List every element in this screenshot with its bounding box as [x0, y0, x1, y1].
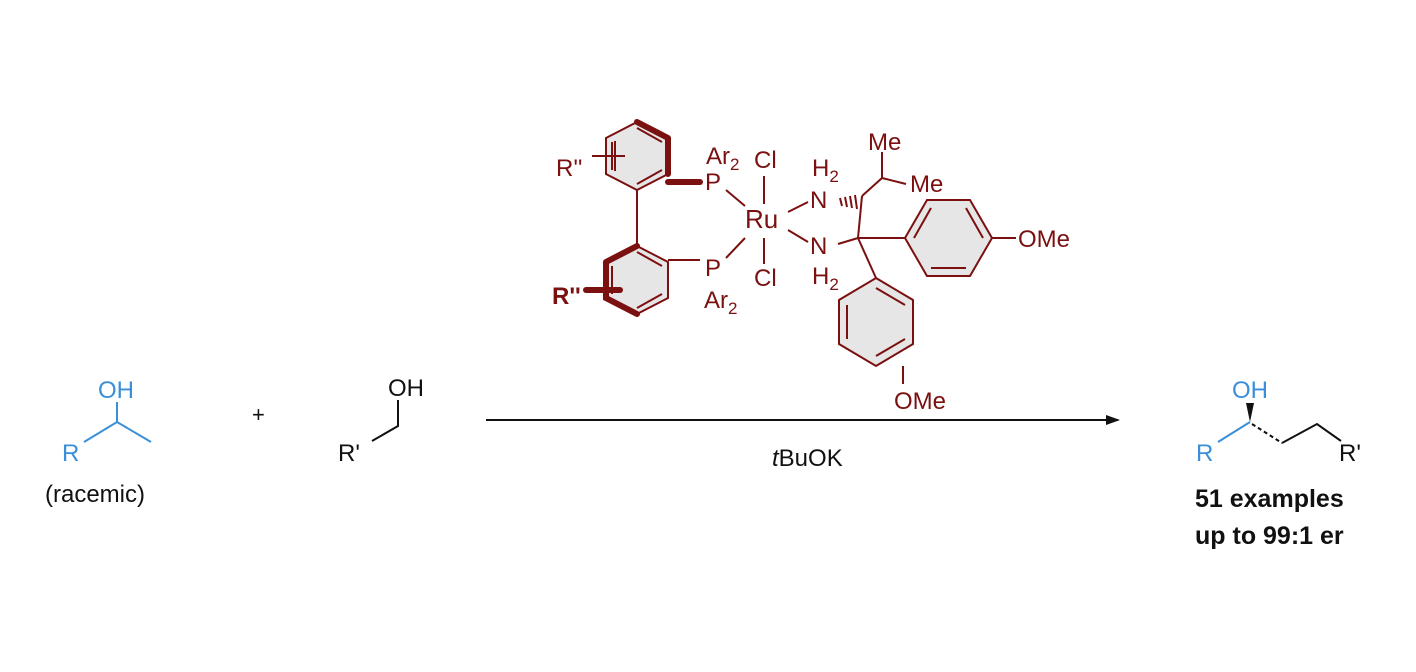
upper-ring-bold-edge	[634, 119, 671, 177]
anisyl-2-inner-bonds	[846, 287, 906, 357]
ru-coordination-bonds	[725, 176, 809, 264]
lower-phosphorus: P	[705, 255, 721, 282]
upper-chloride: Cl	[754, 147, 777, 174]
product-bonds-blue	[1217, 421, 1251, 443]
hashed-wedge-bond	[839, 194, 858, 210]
methyl-1: Me	[868, 129, 901, 156]
upper-phosphorus: P	[705, 169, 721, 196]
ruthenium-center: Ru	[745, 204, 778, 234]
methoxy-2: OMe	[894, 388, 946, 415]
examples-count: 51 examples	[1195, 485, 1344, 513]
diamine-backbone-bonds	[837, 152, 907, 245]
product-wedge-bond	[1246, 403, 1254, 422]
upper-r-substituent: R''	[556, 155, 583, 182]
anisyl-ring-1	[903, 199, 994, 277]
reactant-1-bonds	[83, 402, 152, 443]
lower-r-substituent: R''	[552, 283, 581, 310]
anisyl-2-bond	[857, 237, 877, 279]
selectivity-note: up to 99:1 er	[1195, 522, 1344, 550]
reactant-2-structure: OH R'	[338, 375, 424, 467]
methoxy-1: OMe	[1018, 226, 1070, 253]
reactant-1-structure: OH R (racemic)	[45, 377, 152, 508]
lower-nitrogen: N	[810, 233, 827, 260]
upper-nitrogen: N	[810, 187, 827, 214]
reactant-1-note: (racemic)	[45, 481, 145, 508]
upper-aryl-group: Ar2	[706, 143, 739, 174]
upper-nh2: H2	[812, 155, 839, 186]
product-dashed-bond	[1251, 423, 1283, 444]
reactant-1-r: R	[62, 440, 79, 467]
product-structure: OH R R'	[1196, 377, 1361, 467]
methyl-2: Me	[910, 171, 943, 198]
anisyl-ring-2	[838, 276, 914, 368]
reactant-1-oh: OH	[98, 377, 134, 404]
ruthenium-catalyst: R'' R'' P P Ar2 Ar2 Ru Cl Cl N H2 N H2 M…	[552, 119, 1070, 415]
lower-nh2: H2	[812, 263, 839, 294]
product-bonds-black	[1281, 422, 1342, 444]
product-r: R	[1196, 440, 1213, 467]
reactant-2-bonds	[371, 400, 399, 442]
lower-chloride: Cl	[754, 265, 777, 292]
reactant-2-r: R'	[338, 440, 360, 467]
product-r-prime: R'	[1339, 440, 1361, 467]
lower-ring-bold-edge	[603, 243, 640, 317]
anisyl-1-inner-bonds	[913, 207, 984, 269]
upper-substituent-bond	[592, 141, 625, 171]
plus-sign: +	[252, 402, 265, 427]
lower-aryl-group: Ar2	[704, 287, 737, 318]
reactant-2-oh: OH	[388, 375, 424, 402]
product-oh: OH	[1232, 377, 1268, 404]
base-reagent: tBuOK	[772, 445, 843, 472]
